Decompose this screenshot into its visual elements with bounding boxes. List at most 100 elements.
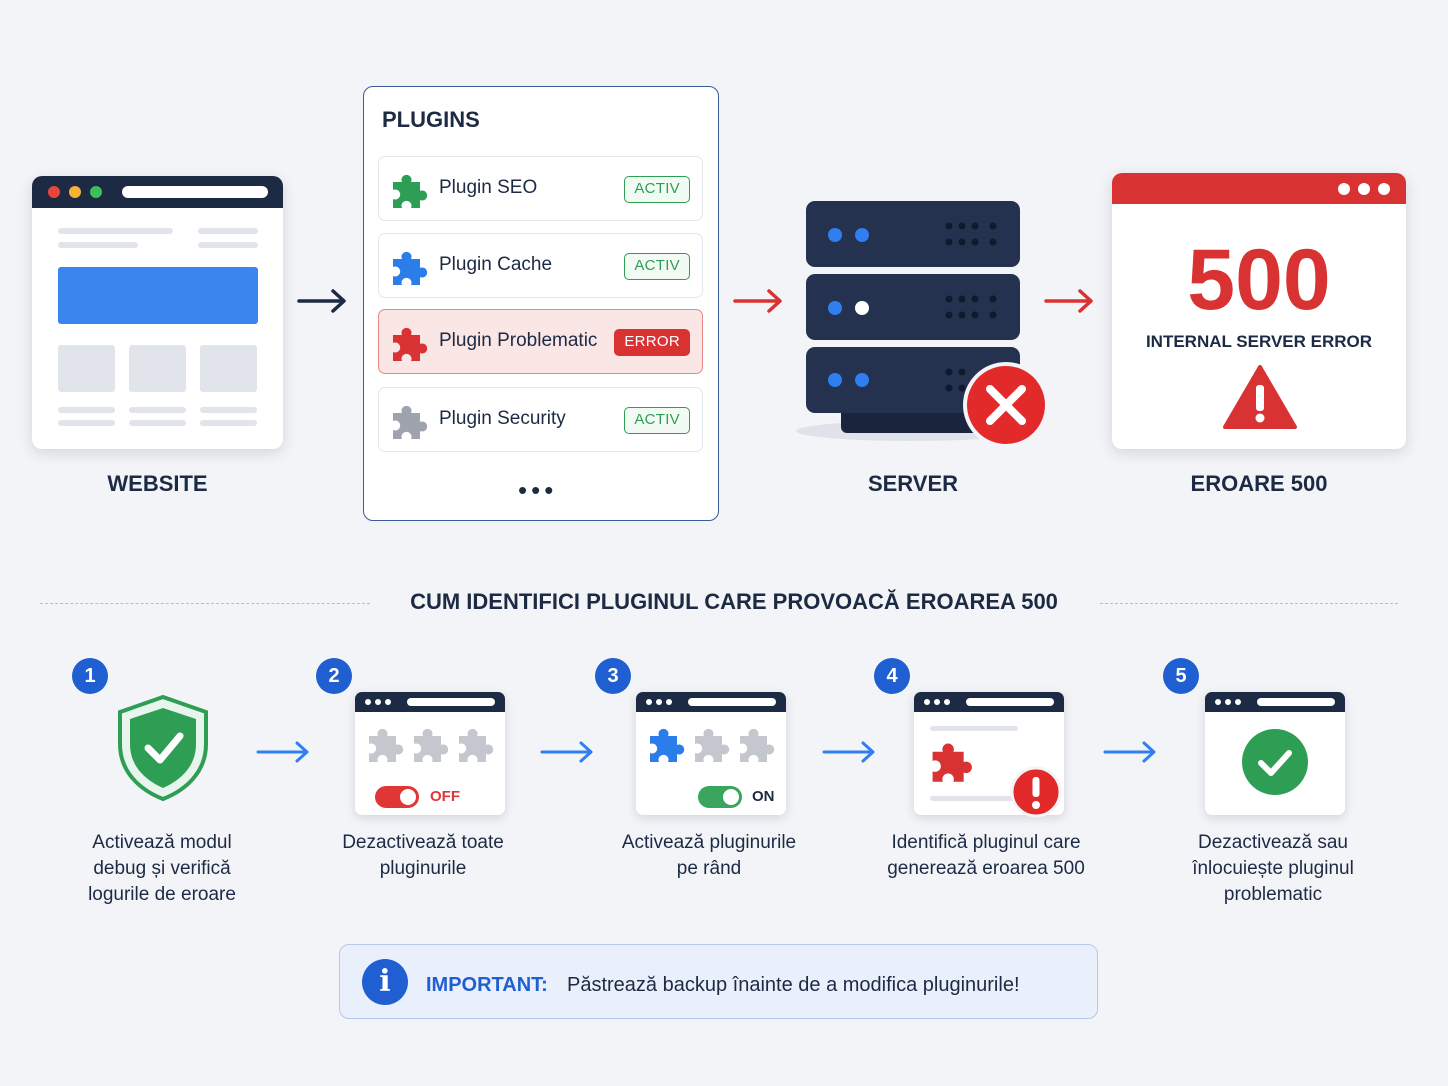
- step-text-1: Activează modul debug și verifică loguri…: [62, 830, 262, 908]
- step-number-2: 2: [316, 658, 352, 694]
- text-line: [198, 228, 258, 234]
- text-line: [129, 407, 186, 413]
- step-2-window: OFF: [355, 692, 505, 815]
- puzzle-icon: [410, 724, 450, 764]
- step-text-line: pe rând: [676, 858, 742, 879]
- text-line: [58, 420, 115, 426]
- step-text-2: Dezactivează toate pluginurile: [318, 830, 528, 882]
- toggle-off[interactable]: [375, 786, 419, 808]
- error-browser-bar: [1112, 173, 1406, 204]
- browser-bar: [32, 176, 283, 208]
- plugin-row-problematic[interactable]: Plugin Problematic ERROR: [378, 309, 703, 374]
- shield-check-icon: [118, 694, 208, 802]
- content-card: [200, 345, 257, 392]
- website-window: [32, 176, 283, 449]
- step-3-window: ON: [636, 692, 786, 815]
- error-badge: ERROR: [614, 329, 690, 356]
- error-label: EROARE 500: [1190, 471, 1328, 496]
- important-text: Păstrează backup înainte de a modifica p…: [567, 974, 1020, 996]
- puzzle-icon: [389, 170, 429, 210]
- arrow-right-icon: [540, 741, 593, 763]
- step-text-5: Dezactivează sau înlocuiește pluginul pr…: [1168, 830, 1378, 908]
- text-line: [58, 242, 138, 248]
- plugin-row-security[interactable]: Plugin Security ACTIV: [378, 387, 703, 452]
- puzzle-icon: [455, 724, 495, 764]
- step-text-line: pluginurile: [379, 858, 467, 879]
- step-text-4: Identifică pluginul care generează eroar…: [866, 830, 1106, 882]
- text-line: [129, 420, 186, 426]
- step-text-line: logurile de eroare: [88, 884, 236, 905]
- status-badge: ACTIV: [624, 407, 690, 434]
- server-label: SERVER: [867, 471, 959, 496]
- step-number-5: 5: [1163, 658, 1199, 694]
- arrow-right-icon: [256, 741, 309, 763]
- website-label: WEBSITE: [107, 471, 208, 496]
- close-dot-icon: [48, 186, 60, 198]
- plugin-name: Plugin Cache: [439, 254, 553, 275]
- step-5-window: [1205, 692, 1345, 815]
- arrow-right-icon: [733, 289, 782, 313]
- error-message: INTERNAL SERVER ERROR: [1145, 332, 1373, 351]
- content-card: [129, 345, 186, 392]
- step-text-line: Activează modul: [92, 832, 232, 853]
- content-card: [58, 345, 115, 392]
- url-bar: [122, 186, 268, 198]
- arrow-right-icon: [822, 741, 875, 763]
- text-line: [58, 407, 115, 413]
- puzzle-icon: [389, 247, 429, 287]
- important-notice: i IMPORTANT: Păstrează backup înainte de…: [339, 944, 1098, 1019]
- plugins-panel: PLUGINS Plugin SEO ACTIV Plugin Cache AC…: [363, 86, 719, 521]
- arrow-right-icon: [1103, 741, 1156, 763]
- plugin-name: Plugin Security: [439, 408, 566, 429]
- window-dot-icon: [1378, 183, 1390, 195]
- window-dot-icon: [1358, 183, 1370, 195]
- puzzle-icon: [389, 323, 429, 363]
- hero-banner: [58, 267, 258, 324]
- server-icon: [796, 201, 1049, 448]
- step-number-3: 3: [595, 658, 631, 694]
- info-icon: i: [362, 959, 408, 1005]
- step-text-line: problematic: [1223, 884, 1323, 905]
- puzzle-icon: [736, 724, 776, 764]
- step-number-4: 4: [874, 658, 910, 694]
- puzzle-icon: [389, 401, 429, 441]
- minimize-dot-icon: [69, 186, 81, 198]
- plugin-row-seo[interactable]: Plugin SEO ACTIV: [378, 156, 703, 221]
- status-badge: ACTIV: [624, 253, 690, 280]
- step-text-line: Identifică pluginul care: [891, 832, 1081, 853]
- step-text-line: înlocuiește pluginul: [1192, 858, 1354, 879]
- puzzle-icon: [691, 724, 731, 764]
- alert-icon: [1010, 766, 1062, 818]
- text-line: [58, 228, 173, 234]
- divider-left: [40, 603, 370, 604]
- toggle-on[interactable]: [698, 786, 742, 808]
- step-text-line: debug și verifică: [93, 858, 231, 879]
- text-line: [198, 242, 258, 248]
- text-line: [200, 420, 257, 426]
- plugins-title: PLUGINS: [382, 107, 480, 132]
- puzzle-icon: [365, 724, 405, 764]
- error-code: 500: [1187, 232, 1331, 328]
- step-number-1: 1: [72, 658, 108, 694]
- puzzle-icon: [928, 738, 974, 784]
- step-text-line: Dezactivează toate: [342, 832, 504, 853]
- step-text-line: generează eroarea 500: [887, 858, 1085, 879]
- step-text-line: Dezactivează sau: [1198, 832, 1348, 853]
- more-plugins-indicator: •••: [518, 475, 558, 505]
- plugin-name: Plugin Problematic: [439, 330, 598, 351]
- text-line: [200, 407, 257, 413]
- window-dot-icon: [1338, 183, 1350, 195]
- check-circle-icon: [1242, 729, 1308, 795]
- toggle-label-on: ON: [752, 788, 775, 805]
- section-title: CUM IDENTIFICI PLUGINUL CARE PROVOACĂ ER…: [410, 589, 1058, 614]
- step-text-3: Activează pluginurile pe rând: [598, 830, 820, 882]
- error-page-window: 500 INTERNAL SERVER ERROR: [1112, 173, 1406, 449]
- arrow-right-icon: [297, 289, 346, 313]
- toggle-label-off: OFF: [430, 788, 460, 805]
- plugin-row-cache[interactable]: Plugin Cache ACTIV: [378, 233, 703, 298]
- arrow-right-icon: [1044, 289, 1093, 313]
- text-line: [930, 796, 1020, 801]
- divider-right: [1100, 603, 1398, 604]
- plugin-name: Plugin SEO: [439, 177, 538, 198]
- important-label: IMPORTANT:: [426, 974, 548, 996]
